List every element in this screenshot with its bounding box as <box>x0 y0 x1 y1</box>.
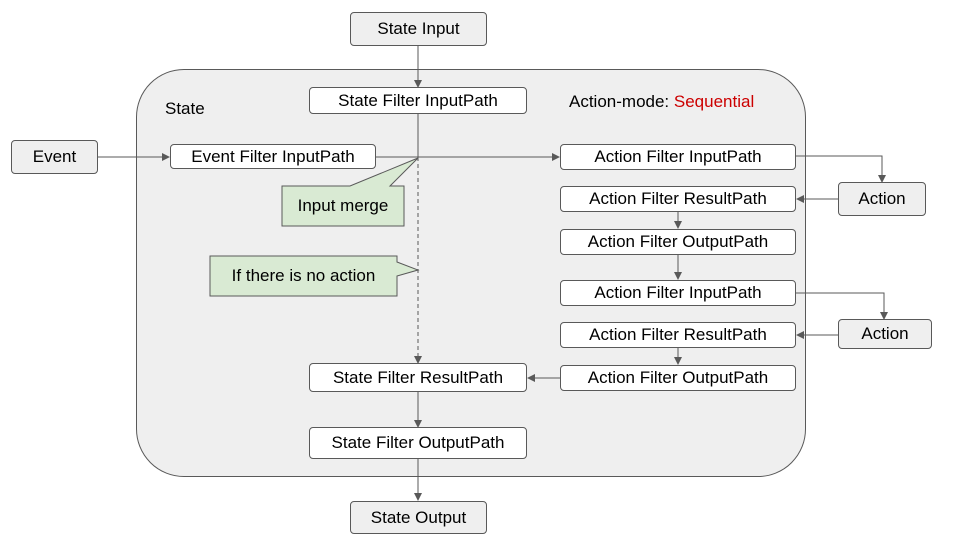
action-filter-resultpath-2-box: Action Filter ResultPath <box>560 322 796 348</box>
action-filter-resultpath-2-label: Action Filter ResultPath <box>589 325 767 344</box>
connector-action-input-1-to-action-1 <box>796 155 886 183</box>
event-label: Event <box>32 147 77 166</box>
event-box: Event <box>11 140 98 174</box>
event-filter-inputpath-label: Event Filter InputPath <box>191 146 355 166</box>
action-2-label: Action <box>861 324 909 343</box>
action-filter-outputpath-1-box: Action Filter OutputPath <box>560 229 796 255</box>
action-mode-prefix: Action-mode: <box>569 92 674 111</box>
connector-action-input-2-to-action-2 <box>796 292 888 320</box>
state-output-box: State Output <box>350 501 487 534</box>
action-filter-outputpath-1-label: Action Filter OutputPath <box>587 232 769 251</box>
note-no-action: If there is no action <box>210 256 397 296</box>
note-no-action-text: If there is no action <box>231 266 376 285</box>
state-filter-inputpath-label: State Filter InputPath <box>338 90 498 110</box>
action-filter-inputpath-1-box: Action Filter InputPath <box>560 144 796 170</box>
action-1-box: Action <box>838 182 926 216</box>
state-filter-outputpath-box: State Filter OutputPath <box>309 427 527 459</box>
note-input-merge-shape <box>281 157 419 227</box>
action-filter-inputpath-2-label: Action Filter InputPath <box>594 283 762 302</box>
action-filter-outputpath-2-box: Action Filter OutputPath <box>560 365 796 391</box>
action-mode-value: Sequential <box>673 92 755 111</box>
event-filter-inputpath-box: Event Filter InputPath <box>170 144 376 169</box>
state-filter-resultpath-box: State Filter ResultPath <box>309 363 527 392</box>
action-mode-label: Action-mode: Sequential <box>569 92 754 112</box>
action-filter-outputpath-2-label: Action Filter OutputPath <box>587 368 769 387</box>
action-1-label: Action <box>858 189 906 208</box>
action-filter-inputpath-1-label: Action Filter InputPath <box>594 147 762 166</box>
state-filter-inputpath-box: State Filter InputPath <box>309 87 527 114</box>
state-title: State <box>165 99 205 118</box>
state-output-label: State Output <box>370 507 467 527</box>
note-input-merge-text: Input merge <box>297 196 389 215</box>
action-2-box: Action <box>838 319 932 349</box>
state-input-box: State Input <box>350 12 487 46</box>
note-input-merge: Input merge <box>282 186 404 226</box>
state-filter-resultpath-label: State Filter ResultPath <box>332 367 504 387</box>
state-input-label: State Input <box>377 19 460 38</box>
state-filter-outputpath-label: State Filter OutputPath <box>331 433 505 452</box>
note-no-action-shape <box>209 255 420 297</box>
action-filter-resultpath-1-box: Action Filter ResultPath <box>560 186 796 212</box>
action-filter-resultpath-1-label: Action Filter ResultPath <box>589 189 767 208</box>
action-filter-inputpath-2-box: Action Filter InputPath <box>560 280 796 306</box>
